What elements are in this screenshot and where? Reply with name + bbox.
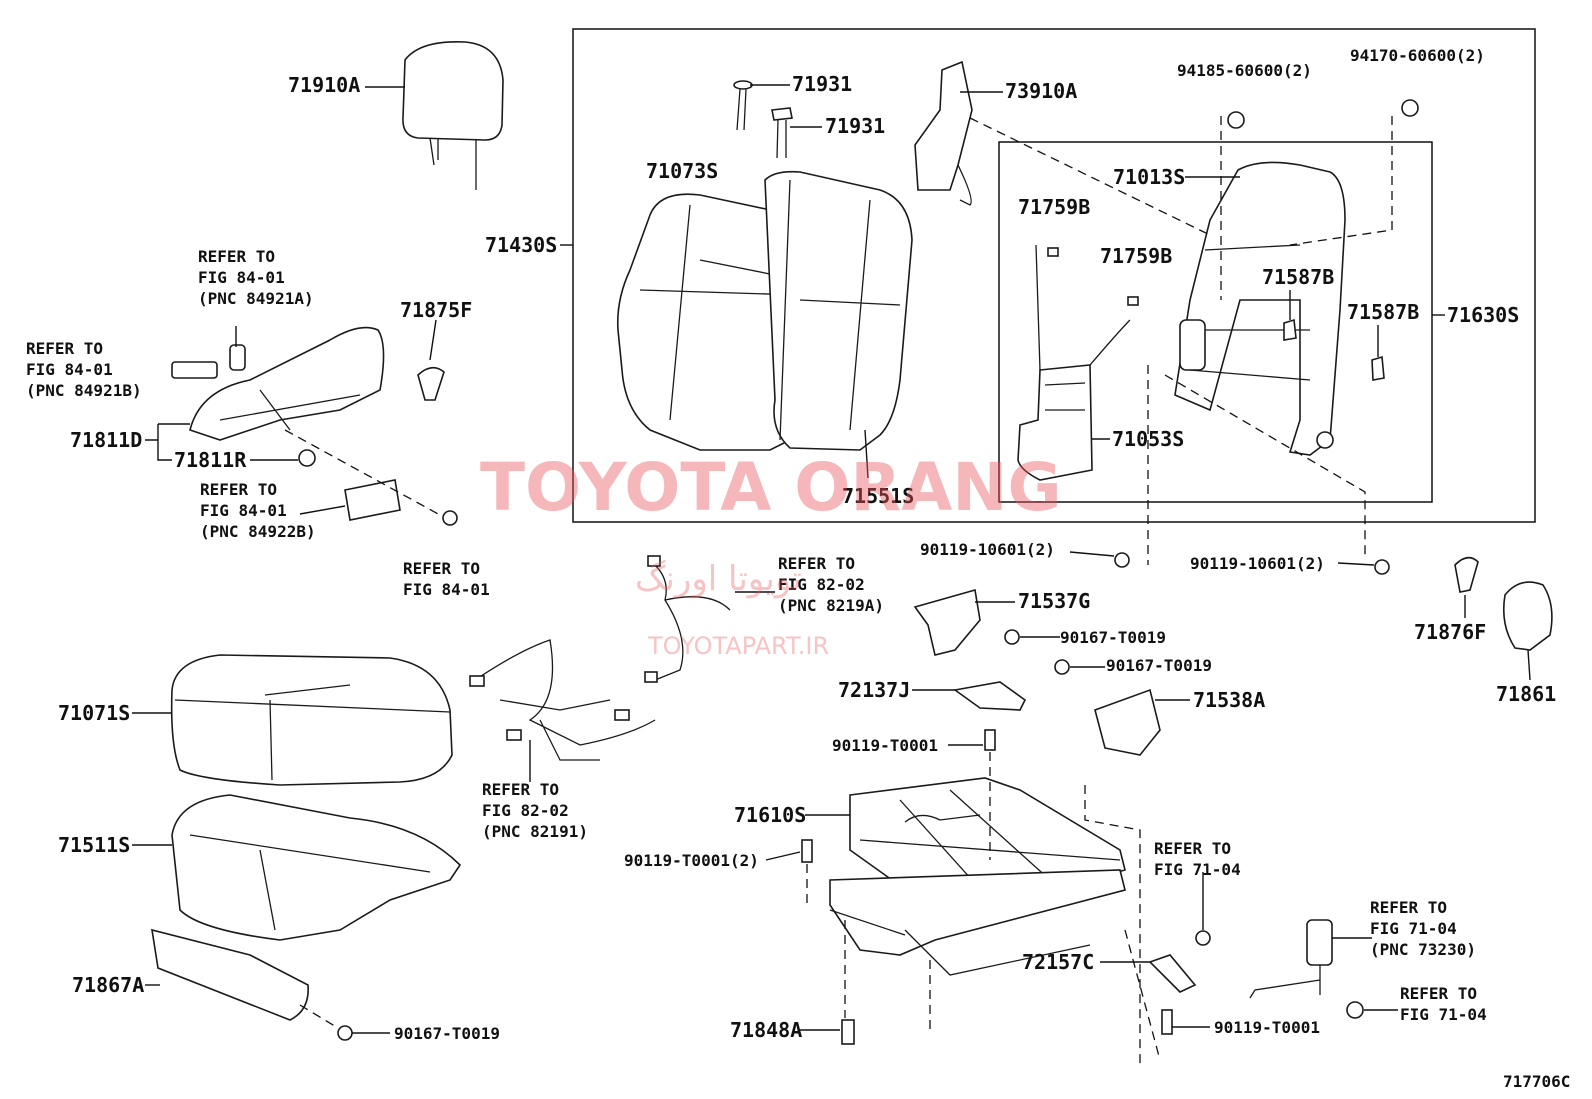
label-72137J: 72137J (838, 678, 910, 702)
cap-71811R[interactable] (298, 449, 316, 467)
label-71931-b: 71931 (825, 114, 885, 138)
switch-knob-84921A[interactable] (229, 344, 246, 371)
refer-84922B: REFER TO FIG 84-01 (PNC 84922B) (200, 480, 316, 541)
label-71931-a: 71931 (792, 72, 852, 96)
screw-90167-b[interactable] (1054, 659, 1070, 675)
label-71759B-a: 71759B (1018, 195, 1090, 219)
label-72157C: 72157C (1022, 950, 1094, 974)
label-71630S: 71630S (1447, 303, 1519, 327)
bolt-90119-T0001-right[interactable] (1161, 1009, 1173, 1035)
label-71551S: 71551S (842, 484, 914, 508)
headrest-part[interactable] (402, 41, 504, 190)
label-71848A: 71848A (730, 1018, 802, 1042)
seat-cushion-pad-part[interactable] (171, 794, 462, 941)
nut-refer-71-04[interactable] (1346, 1001, 1364, 1019)
seat-side-shield-part[interactable] (189, 326, 385, 441)
label-71511S: 71511S (58, 833, 130, 857)
screw-90167-a[interactable] (1004, 629, 1020, 645)
label-71587B-a: 71587B (1262, 265, 1334, 289)
clip-71759B-b[interactable] (1127, 296, 1139, 306)
bolt-90119-T0001-left[interactable] (801, 839, 813, 863)
label-71430S: 71430S (485, 233, 557, 257)
label-90119-T0001-c: 90119-T0001 (1214, 1018, 1320, 1037)
washer-refer-71-04[interactable] (1195, 930, 1211, 946)
bolt-71848A[interactable] (841, 1019, 855, 1045)
bracket-71587B-a[interactable] (1283, 318, 1297, 341)
refer-84921A: REFER TO FIG 84-01 (PNC 84921A) (198, 247, 314, 308)
label-90119-T0001-b: 90119-T0001(2) (624, 851, 759, 870)
bolt-90119-10601-a[interactable] (1114, 552, 1130, 568)
label-71861: 71861 (1496, 682, 1556, 706)
label-90119-T0001-a: 90119-T0001 (832, 736, 938, 755)
clip-part-b[interactable] (771, 107, 793, 159)
clip-71759B-a[interactable] (1047, 247, 1059, 257)
screw-90167-c[interactable] (337, 1025, 353, 1041)
bracket-72157C[interactable] (1148, 954, 1197, 993)
refer-71-04-a: REFER TO FIG 71-04 (1154, 839, 1241, 879)
bracket-72137J[interactable] (952, 681, 1027, 711)
seat-adjuster-part[interactable] (829, 777, 1126, 976)
seatback-frame-box (998, 141, 1433, 503)
label-73910A: 73910A (1005, 79, 1077, 103)
seat-trim-71867A[interactable] (151, 928, 309, 1021)
lumbar-support-part[interactable] (1017, 244, 1131, 481)
refer-84-01: REFER TO FIG 84-01 (403, 559, 490, 599)
label-71811D: 71811D (70, 428, 142, 452)
label-94170: 94170-60600(2) (1350, 46, 1485, 65)
clip-part-a[interactable] (733, 80, 753, 131)
wire-harness-8219A[interactable] (644, 555, 731, 683)
seatback-assembly-box (572, 28, 1536, 523)
refer-71-04-b: REFER TO FIG 71-04 (1400, 984, 1487, 1024)
knob-71861[interactable] (1502, 581, 1553, 651)
label-71759B-b: 71759B (1100, 244, 1172, 268)
nut-94185[interactable] (1227, 111, 1245, 129)
label-71013S: 71013S (1113, 165, 1185, 189)
label-90167-T0019-c: 90167-T0019 (394, 1024, 500, 1043)
refer-84921B: REFER TO FIG 84-01 (PNC 84921B) (26, 339, 142, 400)
label-71053S: 71053S (1112, 427, 1184, 451)
label-71876F: 71876F (1414, 620, 1486, 644)
seatback-pad-part[interactable] (764, 170, 913, 451)
label-90167-T0019-b: 90167-T0019 (1106, 656, 1212, 675)
label-71867A: 71867A (72, 973, 144, 997)
bolt-90119-10601-b[interactable] (1374, 559, 1390, 575)
screw-refer-84-01[interactable] (442, 510, 458, 526)
label-71071S: 71071S (58, 701, 130, 725)
label-90167-T0019-a: 90167-T0019 (1060, 628, 1166, 647)
wire-harness-82191[interactable] (469, 639, 656, 761)
bracket-71537G[interactable] (913, 588, 981, 656)
label-94185: 94185-60600(2) (1177, 61, 1312, 80)
label-71537G: 71537G (1018, 589, 1090, 613)
bracket-71587B-b[interactable] (1371, 355, 1385, 381)
label-90119-10601-b: 90119-10601(2) (1190, 554, 1325, 573)
label-71811R: 71811R (174, 448, 247, 472)
label-71073S: 71073S (646, 159, 718, 183)
side-airbag-part[interactable] (914, 60, 973, 206)
label-90119-10601-a: 90119-10601(2) (920, 540, 1055, 559)
nut-94170[interactable] (1401, 99, 1419, 117)
bracket-71538A[interactable] (1094, 688, 1161, 756)
seatbelt-buckle-73230[interactable] (1249, 919, 1333, 999)
seat-cushion-cover-part[interactable] (170, 654, 453, 786)
watermark-persian: تویوتا اورنگ (635, 559, 802, 599)
bolt-90119-T0001-top[interactable] (984, 729, 996, 751)
switch-knob-84921B[interactable] (171, 361, 218, 379)
refer-8219A: REFER TO FIG 82-02 (PNC 8219A) (778, 554, 884, 615)
cover-71875F[interactable] (417, 366, 445, 401)
watermark-url: TOYOTAPART.IR (647, 632, 829, 660)
label-71587B-b: 71587B (1347, 300, 1419, 324)
watermark-main: TOYOTA ORANG (480, 449, 1062, 526)
diagram-code: 717706C (1503, 1072, 1570, 1091)
label-71875F: 71875F (400, 298, 472, 322)
cover-71876F[interactable] (1454, 556, 1479, 593)
switch-84922B[interactable] (344, 479, 401, 521)
label-71610S: 71610S (734, 803, 806, 827)
refer-73230: REFER TO FIG 71-04 (PNC 73230) (1370, 898, 1476, 959)
label-71910A: 71910A (288, 73, 360, 97)
seatback-frame-part[interactable] (1174, 161, 1346, 456)
label-71538A: 71538A (1193, 688, 1265, 712)
refer-82191: REFER TO FIG 82-02 (PNC 82191) (482, 780, 588, 841)
